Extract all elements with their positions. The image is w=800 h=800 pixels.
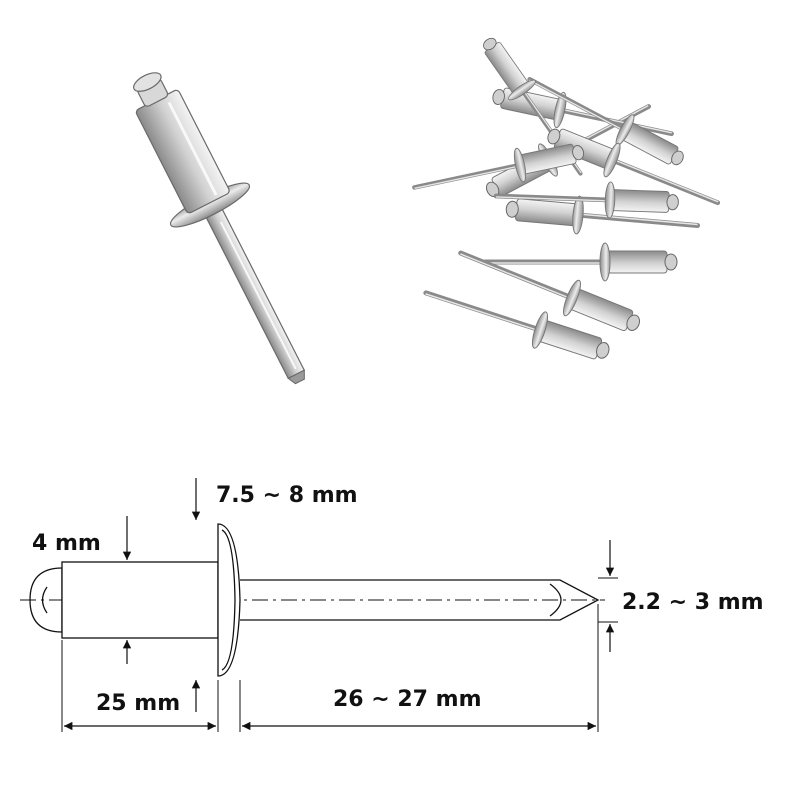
rivet-pile-photo [411, 31, 725, 371]
body-diameter-label: 4 mm [32, 531, 101, 556]
single-rivet-photo [133, 72, 306, 385]
mandrel-length-label: 26 ~ 27 mm [333, 687, 482, 712]
dimension-arrows [64, 478, 615, 731]
body-length-label: 25 mm [96, 691, 180, 716]
head-thickness-label: 7.5 ~ 8 mm [216, 483, 358, 508]
technical-drawing [20, 523, 605, 677]
mandrel-diameter-label: 2.2 ~ 3 mm [622, 590, 764, 615]
extension-lines [61, 577, 618, 732]
